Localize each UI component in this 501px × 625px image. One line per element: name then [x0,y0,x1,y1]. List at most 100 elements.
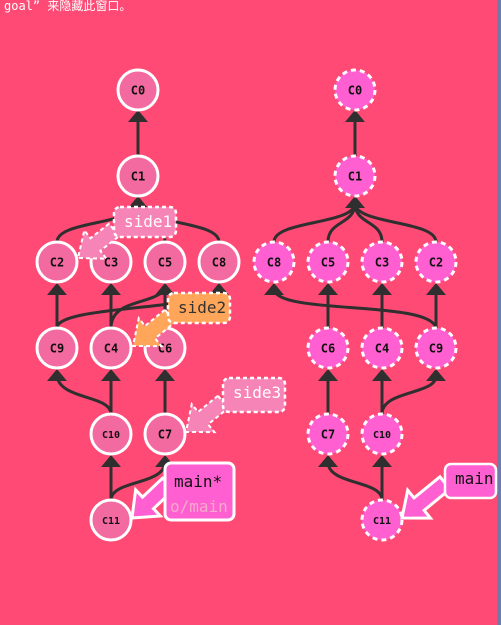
commit-c7-left[interactable]: C7 [143,412,187,456]
commit-label-c6-left: C6 [158,342,172,356]
arrowhead-c5-right [318,283,338,295]
commit-c5-right[interactable]: C5 [306,240,350,284]
commit-label-c6-right: C6 [321,342,335,356]
arrowhead-c6-right [318,369,338,381]
arrowhead-c6-left [155,369,175,381]
commit-label-c7-right: C7 [321,428,335,442]
commit-c9-right[interactable]: C9 [414,326,458,370]
commit-c11-left[interactable]: C11 [89,498,133,542]
commit-circle-c0-left[interactable] [116,68,160,112]
branch-label-side3-text: side3 [233,383,281,402]
branch-label-main-left[interactable]: main*o/main [163,461,236,522]
commit-circle-c8-right[interactable] [252,240,296,284]
commit-label-c5-right: C5 [321,256,335,270]
arrowhead-c7-right [318,455,338,467]
branch-label-main-left-text: main* [174,472,222,491]
commit-circle-c1-left[interactable] [116,154,160,198]
commit-c10-left[interactable]: C10 [89,412,133,456]
commit-circle-c7-right[interactable] [306,412,350,456]
branch-label-main-right-text: main [455,469,494,488]
commit-label-c10-left: C10 [102,430,120,441]
commit-circle-c9-right[interactable] [414,326,458,370]
commit-label-c3-right: C3 [375,256,389,270]
commit-c9-left[interactable]: C9 [35,326,79,370]
commit-circle-c9-left[interactable] [35,326,79,370]
commit-c1-right[interactable]: C1 [333,154,377,198]
commit-circle-c5-right[interactable] [306,240,350,284]
commit-label-c9-left: C9 [50,342,64,356]
commit-circle-c6-right[interactable] [306,326,350,370]
commit-circle-c3-right[interactable] [360,240,404,284]
window-header-text: goal” 来隐藏此窗口。 [4,0,132,13]
arrowhead-c5-left [155,283,175,295]
commit-circle-c5-left[interactable] [143,240,187,284]
commit-c10-right[interactable]: C10 [360,412,404,456]
arrowhead-c10-left [101,455,121,467]
commit-label-c2-right: C2 [429,256,443,270]
branch-label-main-left-box[interactable] [163,461,236,522]
side3-arrow [184,394,230,434]
commit-circle-c2-right[interactable] [414,240,458,284]
commit-c1-left[interactable]: C1 [116,154,160,198]
commit-c8-right[interactable]: C8 [252,240,296,284]
commit-circle-c0-right[interactable] [333,68,377,112]
edge-c11-c7-left [109,461,167,501]
arrowhead-c4-left [101,369,121,381]
commit-label-c5-left: C5 [158,256,172,270]
commit-circle-c2-left[interactable] [35,240,79,284]
commit-circle-c4-right[interactable] [360,326,404,370]
branch-label-side2-box[interactable] [166,291,232,325]
commit-label-c9-right: C9 [429,342,443,356]
right-edge-strip [497,0,501,625]
edge-c9-c8-right [272,289,438,329]
commit-circle-c10-right[interactable] [360,412,404,456]
commit-circle-c7-left[interactable] [143,412,187,456]
arrowhead-c4-right [372,369,392,381]
commit-label-c4-right: C4 [375,342,389,356]
branch-label-side3[interactable]: side3 [221,376,287,414]
commit-label-c1-left: C1 [131,170,145,184]
arrowhead-c9-right [426,369,446,381]
commit-c6-right[interactable]: C6 [306,326,350,370]
branch-label-main-right-box[interactable] [443,462,498,500]
commit-c0-right[interactable]: C0 [333,68,377,112]
branch-label-side3-box[interactable] [221,376,287,414]
commit-c2-left[interactable]: C2 [35,240,79,284]
branch-label-side1-box[interactable] [112,205,178,239]
edge-c2-c1-right [353,202,438,243]
arrowhead-c10-right [372,455,392,467]
edge-c10-c9-right [380,375,438,415]
arrowhead-c2-right [426,283,446,295]
arrowhead-c0-right [345,110,365,122]
edge-c11-c7-right [326,461,384,501]
commit-circle-c1-right[interactable] [333,154,377,198]
edge-c10-c9-left [55,375,113,415]
edge-c8-c1-right [272,202,357,243]
branch-label-main-right[interactable]: main [443,462,498,500]
commit-label-c1-right: C1 [348,170,362,184]
commit-c0-left[interactable]: C0 [116,68,160,112]
commit-circle-c11-left[interactable] [89,498,133,542]
commit-circle-c4-left[interactable] [89,326,133,370]
commit-circle-c8-left[interactable] [197,240,241,284]
arrowhead-c1-right [345,196,365,208]
commit-c2-right[interactable]: C2 [414,240,458,284]
commit-c7-right[interactable]: C7 [306,412,350,456]
branch-label-side1-text: side1 [124,212,172,231]
commit-c4-right[interactable]: C4 [360,326,404,370]
branch-label-side1[interactable]: side1 [112,205,178,239]
side2-arrow [131,308,177,348]
arrowhead-c0-left [128,110,148,122]
commit-label-c0-left: C0 [131,84,145,98]
commit-label-c8-right: C8 [267,256,281,270]
commit-c3-right[interactable]: C3 [360,240,404,284]
commit-c4-left[interactable]: C4 [89,326,133,370]
commit-c11-right[interactable]: C11 [360,498,404,542]
branch-label-side2[interactable]: side2 [166,291,232,325]
commit-c5-left[interactable]: C5 [143,240,187,284]
commit-circle-c11-right[interactable] [360,498,404,542]
commit-label-c0-right: C0 [348,84,362,98]
commit-c8-left[interactable]: C8 [197,240,241,284]
commit-circle-c10-left[interactable] [89,412,133,456]
main-arrow-right [400,474,453,520]
